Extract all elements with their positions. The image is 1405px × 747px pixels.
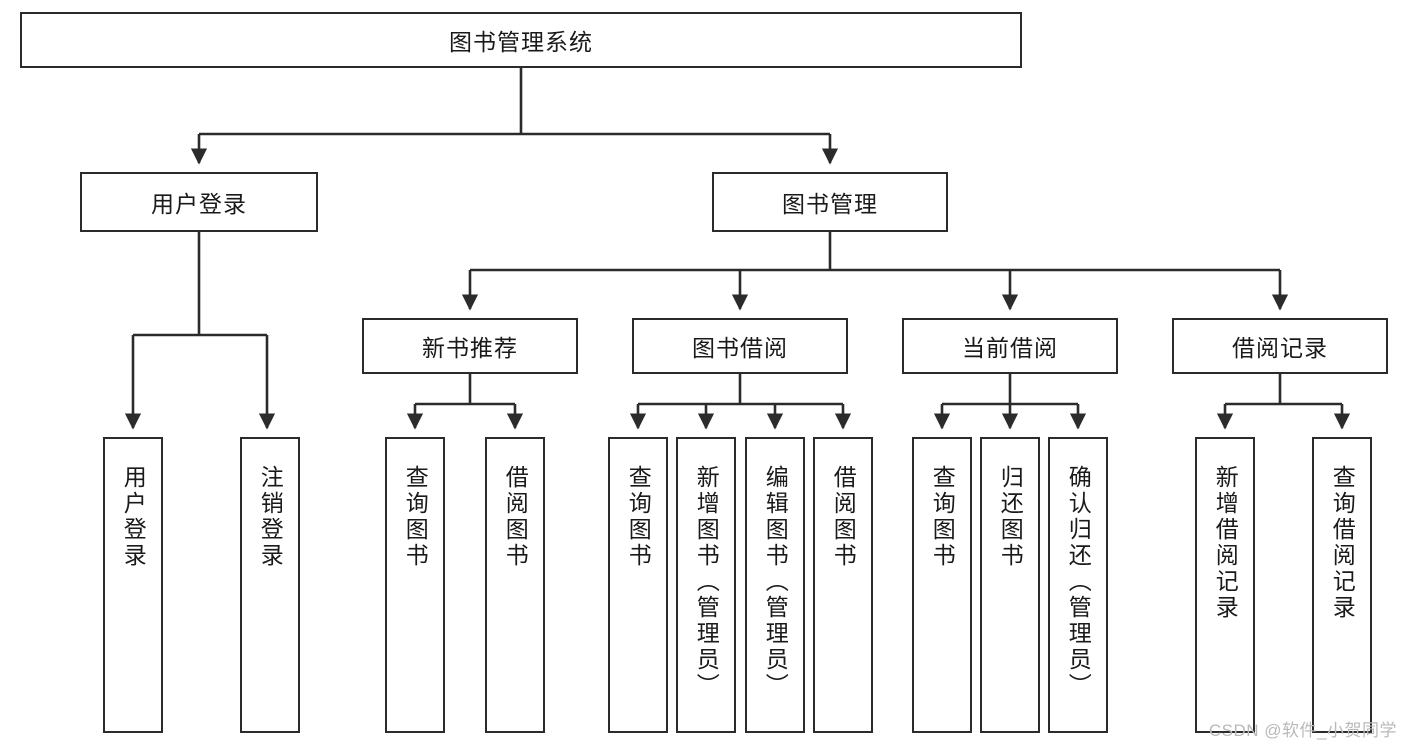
node-label: 查询借阅记录 xyxy=(1329,465,1356,621)
node-label: 新书推荐 xyxy=(422,335,518,361)
leaf-current-return-book[interactable]: 归还图书 xyxy=(980,437,1040,733)
node-label: 查询图书 xyxy=(929,465,956,569)
leaf-record-add-borrow-record[interactable]: 新增借阅记录 xyxy=(1195,437,1255,733)
node-label: 编辑图书（管理员） xyxy=(762,465,789,699)
leaf-recommend-borrow-book[interactable]: 借阅图书 xyxy=(485,437,545,733)
node-label: 新增借阅记录 xyxy=(1212,465,1239,621)
node-label: 查询图书 xyxy=(402,465,429,569)
leaf-borrow-edit-book-admin[interactable]: 编辑图书（管理员） xyxy=(745,437,805,733)
node-label: 当前借阅 xyxy=(962,335,1058,361)
node-root-book-management-system[interactable]: 图书管理系统 xyxy=(20,12,1022,68)
node-label: 借阅记录 xyxy=(1232,335,1328,361)
node-label: 图书管理 xyxy=(782,191,878,217)
node-book-management[interactable]: 图书管理 xyxy=(712,172,948,232)
leaf-user-login-logout[interactable]: 注销登录 xyxy=(240,437,300,733)
leaf-current-query-book[interactable]: 查询图书 xyxy=(912,437,972,733)
node-new-book-recommend[interactable]: 新书推荐 xyxy=(362,318,578,374)
leaf-borrow-query-book[interactable]: 查询图书 xyxy=(608,437,668,733)
node-label: 归还图书 xyxy=(997,465,1024,569)
leaf-recommend-query-book[interactable]: 查询图书 xyxy=(385,437,445,733)
node-label: 图书管理系统 xyxy=(449,29,593,55)
leaf-current-confirm-return-admin[interactable]: 确认归还（管理员） xyxy=(1048,437,1108,733)
node-label: 查询图书 xyxy=(625,465,652,569)
node-label: 借阅图书 xyxy=(830,465,857,569)
node-user-login[interactable]: 用户登录 xyxy=(80,172,318,232)
node-label: 借阅图书 xyxy=(502,465,529,569)
leaf-record-query-borrow-record[interactable]: 查询借阅记录 xyxy=(1312,437,1372,733)
leaf-user-login-login[interactable]: 用户登录 xyxy=(103,437,163,733)
node-book-borrow[interactable]: 图书借阅 xyxy=(632,318,848,374)
node-label: 新增图书（管理员） xyxy=(693,465,720,699)
leaf-borrow-add-book-admin[interactable]: 新增图书（管理员） xyxy=(676,437,736,733)
node-label: 确认归还（管理员） xyxy=(1065,465,1092,699)
leaf-borrow-borrow-book[interactable]: 借阅图书 xyxy=(813,437,873,733)
node-current-borrow[interactable]: 当前借阅 xyxy=(902,318,1118,374)
node-label: 用户登录 xyxy=(151,191,247,217)
csdn-watermark: CSDN @软件_小贺同学 xyxy=(1208,721,1397,740)
node-borrow-record[interactable]: 借阅记录 xyxy=(1172,318,1388,374)
node-label: 图书借阅 xyxy=(692,335,788,361)
node-label: 用户登录 xyxy=(120,465,147,569)
node-label: 注销登录 xyxy=(257,465,284,569)
